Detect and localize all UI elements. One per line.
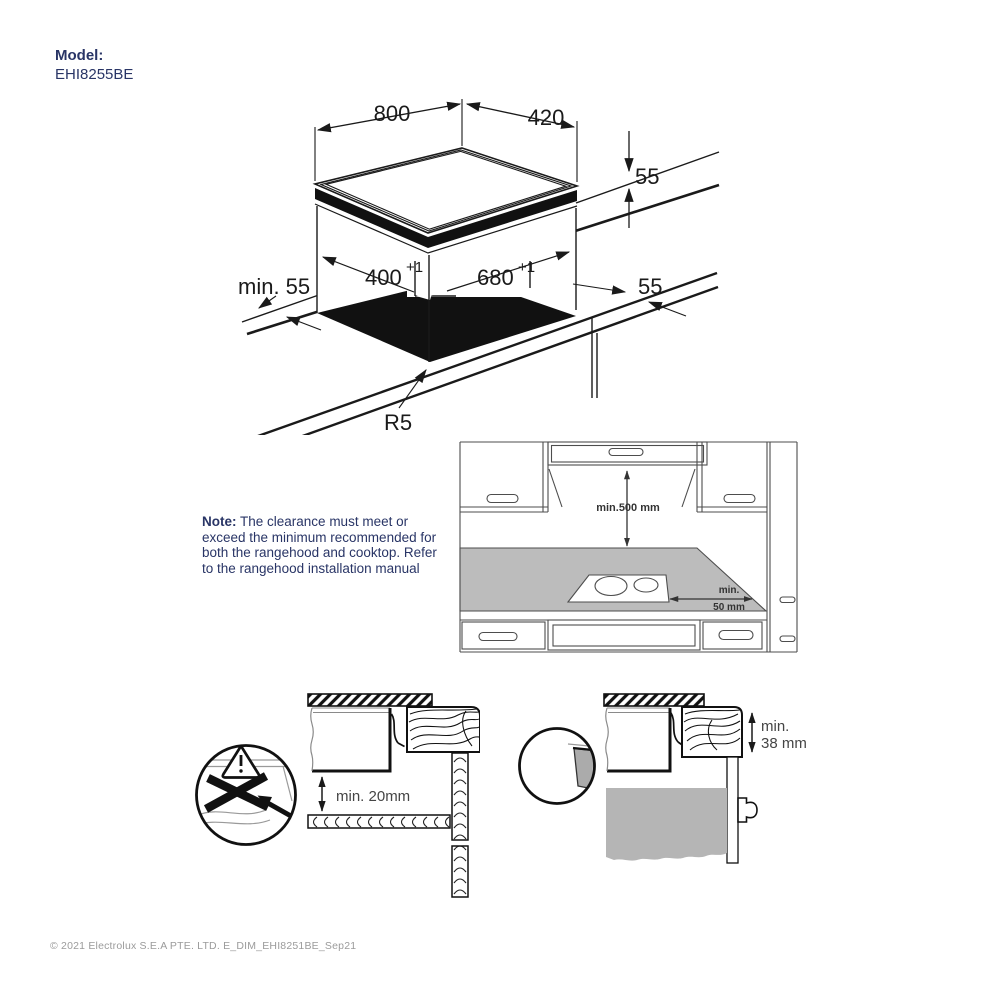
- cutout-width-tolerance: +1: [406, 259, 423, 276]
- kitchen-base-cabinets: [461, 619, 763, 651]
- bracket-detail-circle: [518, 727, 596, 805]
- prohibited-cross-icon: [203, 772, 270, 813]
- mount-left-clearance-label: min. 20mm: [336, 788, 410, 805]
- shelf-board: [307, 814, 451, 829]
- cooktop-dimensions-diagram: 800 420 55 min. 55 400 +1 680 +1 55 R5: [238, 99, 720, 435]
- depth-label: 420: [528, 105, 565, 130]
- worktop-wood-block: [681, 706, 743, 758]
- note-text: The clearance must meet or exceed the mi…: [202, 514, 437, 576]
- rear-clearance-label-line2: 50 mm: [713, 602, 745, 613]
- rear-clearance-label-line1: min.: [719, 585, 740, 596]
- height-label: 55: [635, 164, 659, 189]
- oven-cross-section: min. 38 mm: [603, 693, 807, 864]
- width-label: 800: [374, 101, 411, 126]
- note-label: Note:: [202, 514, 237, 529]
- worktop-wood-block: [406, 706, 480, 753]
- worktop-cutout: [317, 250, 576, 362]
- model-label: Model:: [55, 47, 104, 64]
- cooktop-isometric: [312, 147, 580, 362]
- mount-right-clearance-label-line1: min.: [761, 718, 789, 735]
- corner-radius-label: R5: [384, 410, 412, 435]
- cabinet-panel: [726, 756, 739, 864]
- cooktop-body-section: [310, 707, 405, 773]
- warning-detail-circle: [195, 744, 297, 846]
- sealing-strip: [603, 693, 705, 707]
- cutout-depth-label: 680: [477, 265, 514, 290]
- cutout-depth-tolerance: +1: [518, 259, 535, 276]
- kitchen-countertop: [459, 547, 768, 621]
- model-block: Model: EHI8255BE: [55, 46, 133, 84]
- side-clearance-label: 55: [638, 274, 662, 299]
- rangehood-clearance-diagram: min.500 mm min. 50 mm: [459, 441, 798, 653]
- oven-block: [606, 788, 727, 861]
- sealing-strip: [307, 693, 433, 707]
- hood-clearance-label: min.500 mm: [596, 502, 660, 514]
- worktop-mounting-clearance-diagram: min. 20mm: [195, 693, 480, 898]
- note-block: Note: The clearance must meet or exceed …: [202, 514, 440, 576]
- back-clearance-label: min. 55: [238, 274, 310, 299]
- model-number: EHI8255BE: [55, 66, 134, 83]
- worktop-lines: [241, 151, 720, 435]
- dimension-annotations: 800 420 55 min. 55 400 +1 680 +1 55 R5: [238, 99, 687, 435]
- cabinet-side-panel-upper: [451, 752, 469, 841]
- copyright-line: © 2021 Electrolux S.E.A PTE. LTD. E_DIM_…: [50, 940, 357, 952]
- fixing-clamp: [390, 713, 405, 748]
- cooktop-body-section: [605, 707, 684, 773]
- cutout-width-label: 400: [365, 265, 402, 290]
- worktop-cross-section: min. 20mm: [307, 693, 480, 898]
- worktop-connector-knob: [737, 797, 758, 823]
- mount-right-clearance-label-line2: 38 mm: [761, 735, 807, 752]
- kitchen-cabinets: [459, 441, 798, 653]
- kitchen-clearance-dims: min.500 mm min. 50 mm: [596, 470, 753, 613]
- cabinet-side-panel-lower: [451, 845, 469, 898]
- oven-mounting-clearance-diagram: min. 38 mm: [518, 693, 807, 864]
